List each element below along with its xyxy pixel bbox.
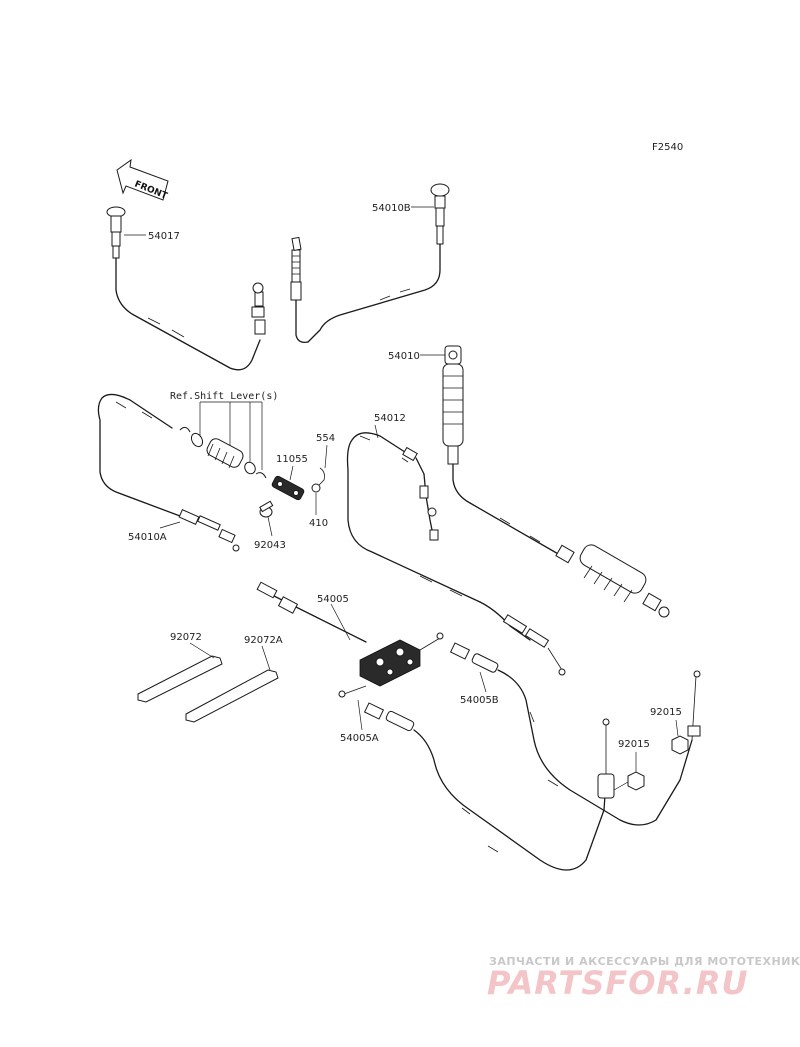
label-54005A: 54005A: [340, 733, 379, 744]
label-92072: 92072: [170, 632, 202, 643]
label-92015-b: 92015: [618, 739, 650, 750]
cable-54010B: [290, 183, 450, 343]
cable-54010: [420, 345, 670, 618]
label-11055: 11055: [276, 454, 308, 465]
shift-lever-parts: [179, 401, 328, 537]
cable-54010A: [97, 393, 240, 552]
tie-92072A: [185, 645, 279, 723]
label-54017: 54017: [148, 231, 180, 242]
tie-92072: [137, 642, 223, 703]
ref-shift-lever-note: Ref.Shift Lever(s): [170, 391, 278, 402]
cable-54017: [106, 206, 266, 371]
nut-92015-a: [671, 719, 689, 755]
watermark-tagline: ЗАПЧАСТИ И АКСЕССУАРЫ ДЛЯ МОТОТЕХНИКИ: [489, 955, 800, 968]
label-92072A: 92072A: [244, 635, 283, 646]
cable-54005A: [338, 685, 615, 871]
label-54005B: 54005B: [460, 695, 499, 706]
label-92043: 92043: [254, 540, 286, 551]
cable-54005: [256, 581, 421, 687]
label-554: 554: [316, 433, 335, 444]
label-54005: 54005: [317, 594, 349, 605]
figure-code: F2540: [652, 142, 683, 153]
nut-92015-b: [613, 752, 645, 791]
cable-54005B: [419, 632, 701, 826]
label-92015-a: 92015: [650, 707, 682, 718]
label-410: 410: [309, 518, 328, 529]
label-54010A: 54010A: [128, 532, 167, 543]
front-arrow-icon: FRONT: [116, 158, 169, 202]
label-54010B: 54010B: [372, 203, 411, 214]
cable-54012: [346, 424, 566, 676]
label-54010: 54010: [388, 351, 420, 362]
watermark-logo: PARTSFOR.RU: [487, 964, 748, 1002]
label-54012: 54012: [374, 413, 406, 424]
